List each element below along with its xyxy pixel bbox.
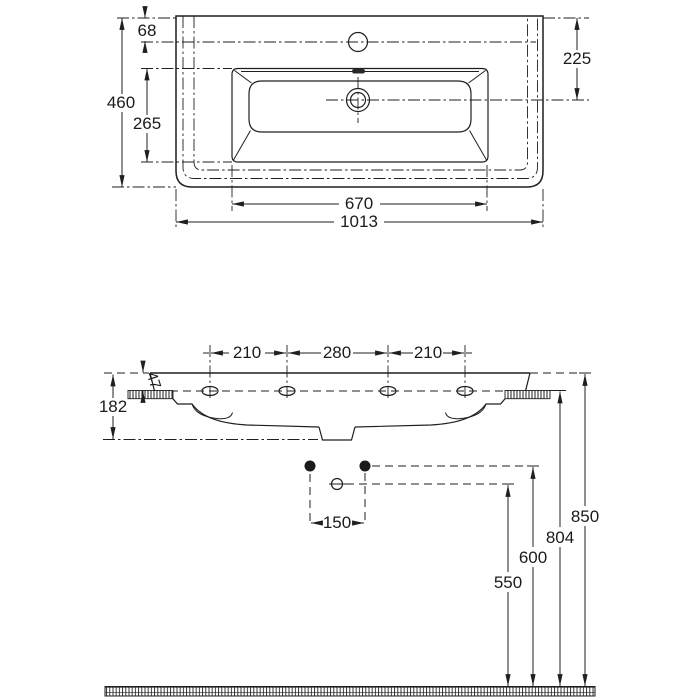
bolt-pitch-dimension: 150 [309,473,366,532]
underside-height-dimension: 804 [546,391,574,686]
dim-bolt-height-label: 600 [519,548,547,567]
floor-hatch-icon [104,686,596,697]
bowl-outline [231,67,489,163]
dim-bolt-pitch-label: 150 [323,513,351,532]
top-view-dimensions: 460 68 265 225 670 1013 [107,6,591,231]
dim-rim-thickness-label: 47 [143,370,164,391]
dim-overall-depth-label: 460 [107,93,135,112]
dim-hole-pitch-center-label: 280 [323,343,351,362]
dim-bowl-width-label: 670 [345,194,373,213]
overflow-slot-icon [352,69,365,74]
trap-height-dimension: 550 [494,485,522,686]
dim-overall-width-label: 1013 [340,212,378,231]
wall-rails [127,390,551,400]
centerlines [141,41,589,123]
dim-edge-to-drain-label: 225 [563,49,591,68]
faucet-hole-icon [347,31,369,53]
rim-height-dimension: 850 [571,374,599,686]
installation-heights: 150 550 600 804 [104,372,599,697]
mounting-holes [201,345,474,399]
front-view: 210 280 210 47 182 [99,343,551,441]
dim-body-height-label: 182 [99,397,127,416]
wall-rail-right-icon [504,390,551,400]
dim-hole-pitch-right-label: 210 [414,343,442,362]
basin-profile [149,372,531,441]
drain-pipe [318,426,356,441]
fixing-bolt-left-icon [304,460,316,472]
fixing-bolt-right-icon [359,460,371,472]
top-view: 460 68 265 225 670 1013 [107,6,591,231]
bolt-height-dimension: 600 [519,467,547,686]
dim-bowl-depth-label: 265 [133,114,161,133]
dim-hole-pitch-left-label: 210 [233,343,261,362]
hole-pitch-dimensions: 210 280 210 [203,343,472,362]
dim-trap-height-label: 550 [494,573,522,592]
dim-rim-height-label: 850 [571,507,599,526]
drain-icon [345,87,371,113]
dim-edge-to-faucet-label: 68 [138,21,157,40]
hidden-rim-edges-icon [182,16,538,179]
rim-thickness-dimension: 47 [140,360,164,403]
dim-underside-height-label: 804 [546,528,574,547]
body-height-dimension: 182 [99,372,318,440]
wall-rail-left-icon [127,390,174,400]
basin-body-outline [175,15,544,188]
